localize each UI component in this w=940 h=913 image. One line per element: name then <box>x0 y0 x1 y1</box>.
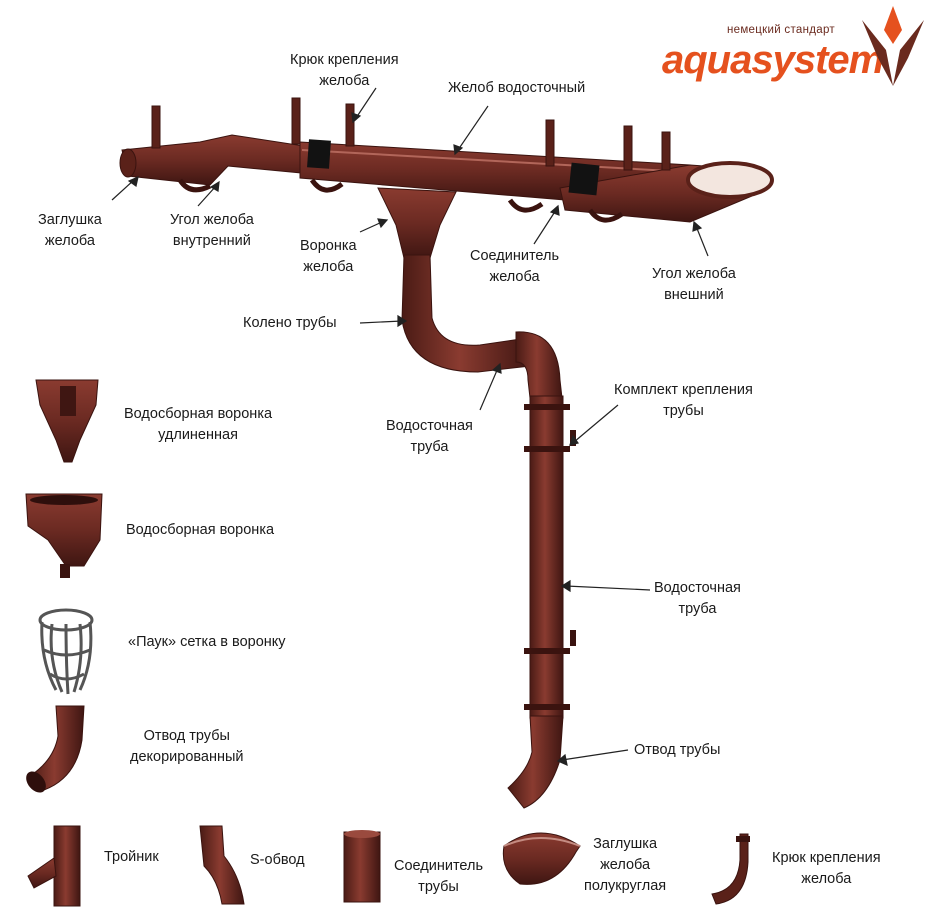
label-downpipe-upper: Водосточная труба <box>386 418 473 455</box>
label-end-cap: Заглушка желоба <box>38 212 102 249</box>
catalog-label-long-hopper: Водосборная воронка удлиненная <box>124 406 273 443</box>
bottom-label-round-end-cap: Заглушка желоба полукруглая <box>584 836 667 894</box>
gutter-funnel <box>377 187 457 259</box>
decorated-outlet-icon <box>26 705 85 793</box>
label-elbow: Колено трубы <box>243 315 337 331</box>
gutter-connector-left <box>307 139 331 169</box>
gutter-hook-icon <box>711 833 750 905</box>
gutter-hooks <box>151 97 671 223</box>
label-connector: Соединитель желоба <box>470 248 560 285</box>
label-gutter: Желоб водосточный <box>448 80 586 96</box>
label-outlet: Отвод трубы <box>634 742 721 758</box>
gutter-connector-right <box>568 162 600 196</box>
s-bend-icon <box>199 825 245 905</box>
catalog-label-decorated-outlet: Отвод трубы декорированный <box>130 728 244 765</box>
bottom-label-s-bend: S-обвод <box>250 852 305 868</box>
downpipe-outlet <box>507 715 564 809</box>
bottom-label-pipe-connector: Соединитель трубы <box>394 858 484 895</box>
gutter-end-cap <box>119 148 137 178</box>
downpipe-main <box>529 395 564 719</box>
label-funnel: Воронка желоба <box>300 238 357 275</box>
label-gutter-hook: Крюк крепления желоба <box>290 52 399 89</box>
long-hopper-icon <box>35 379 99 463</box>
tee-icon <box>27 825 81 907</box>
brand-tagline: немецкий стандарт <box>727 24 835 36</box>
label-inner-corner: Угол желоба внутренний <box>170 212 254 249</box>
pipe-connector-icon <box>343 830 381 903</box>
spider-grid-icon <box>38 608 94 695</box>
round-end-cap-icon <box>502 832 581 885</box>
brand-logo: aquasystem <box>662 38 884 82</box>
hopper-icon <box>25 493 103 578</box>
catalog-label-hopper: Водосборная воронка <box>126 522 275 538</box>
bottom-label-gutter-hook: Крюк крепления желоба <box>772 850 881 887</box>
gutter-outer-corner-end <box>686 161 774 199</box>
gutter-assembly <box>119 97 774 259</box>
bottom-label-tee: Тройник <box>104 849 159 865</box>
brand-emblem-icon <box>862 6 924 86</box>
label-downpipe-lower: Водосточная труба <box>654 580 741 617</box>
catalog-label-spider-grid: «Паук» сетка в воронку <box>128 634 286 650</box>
label-outer-corner: Угол желоба внешний <box>652 266 736 303</box>
label-bracket-kit: Комплект крепления трубы <box>614 382 753 419</box>
downpipe-assembly <box>401 254 576 809</box>
leader-lines <box>111 87 709 767</box>
